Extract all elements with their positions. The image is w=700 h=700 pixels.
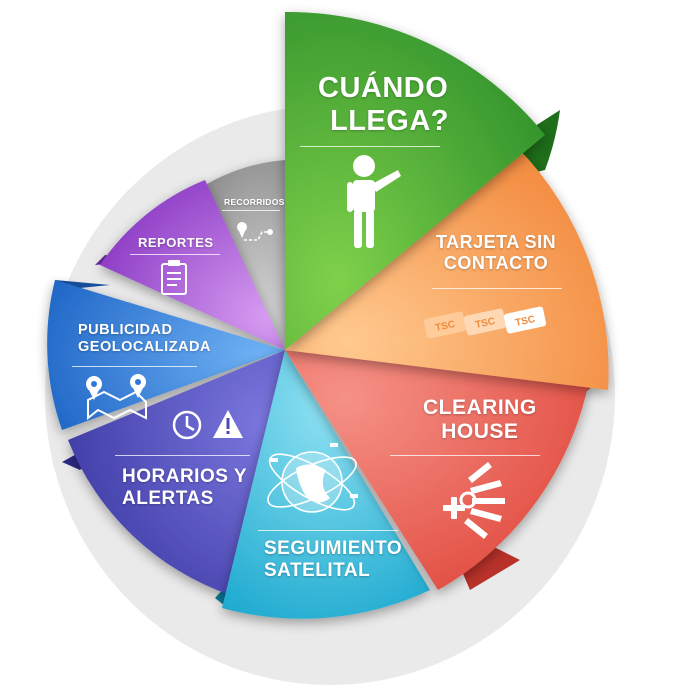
clock-alert-icon xyxy=(172,410,243,440)
horarios-line1: HORARIOS Y xyxy=(122,466,248,487)
label-clearing: CLEARING HOUSE xyxy=(423,396,537,444)
horarios-line2: ALERTAS xyxy=(122,487,214,509)
publicidad-divider xyxy=(72,366,197,367)
tarjeta-line2: CONTACTO xyxy=(443,252,549,273)
tarjeta-divider xyxy=(432,288,562,289)
segment-seguimiento[interactable] xyxy=(222,350,430,619)
label-cuando-llega: CUÁNDO LLEGA? xyxy=(318,72,449,139)
seguimiento-divider xyxy=(258,530,398,531)
clipboard-icon xyxy=(161,260,187,295)
label-horarios: HORARIOS Y ALERTAS xyxy=(122,466,247,510)
tsc-cards-icon: TSC TSC TSC xyxy=(423,306,547,339)
clearing-line1: CLEARING xyxy=(423,396,537,419)
label-reportes: REPORTES xyxy=(138,235,214,251)
clearing-divider xyxy=(390,455,540,456)
segment-recorridos[interactable] xyxy=(205,160,285,350)
cuando-llega-divider xyxy=(300,146,440,147)
seguimiento-line1: SEGUIMIENTO xyxy=(264,538,403,559)
label-publicidad: PUBLICIDAD GEOLOCALIZADA xyxy=(78,322,211,355)
seguimiento-line2: SATELITAL xyxy=(264,559,371,581)
tsc-card-label: TSC xyxy=(434,319,456,334)
recorridos-divider xyxy=(222,210,280,211)
segment-clearing[interactable] xyxy=(285,350,590,590)
publicidad-line2: GEOLOCALIZADA xyxy=(78,338,211,355)
reportes-line1: REPORTES xyxy=(138,235,214,250)
person-pointing-icon xyxy=(347,155,401,248)
globe-satellite-icon xyxy=(267,443,358,513)
label-tarjeta: TARJETA SIN CONTACTO xyxy=(436,232,556,273)
map-pin-icon xyxy=(86,374,147,421)
label-seguimiento: SEGUIMIENTO SATELITAL xyxy=(264,538,402,582)
reportes-divider xyxy=(130,254,220,255)
label-recorridos: RECORRIDOS xyxy=(224,197,285,208)
cuando-llega-line1: CUÁNDO xyxy=(318,72,449,104)
segment-horarios[interactable] xyxy=(68,350,285,595)
clearing-house-icon xyxy=(443,462,505,539)
horarios-divider xyxy=(115,455,250,456)
recorridos-line1: RECORRIDOS xyxy=(224,197,285,207)
segment-reportes[interactable] xyxy=(100,180,285,350)
cuando-llega-line2: LLEGA? xyxy=(330,105,449,138)
tsc-card-label: TSC xyxy=(514,314,536,329)
tsc-card-label: TSC xyxy=(474,316,496,331)
tarjeta-line1: TARJETA SIN xyxy=(436,232,557,252)
clearing-line2: HOUSE xyxy=(441,420,519,444)
segment-cuando-llega[interactable] xyxy=(285,11,545,350)
route-icon xyxy=(237,222,273,241)
publicidad-line1: PUBLICIDAD xyxy=(78,322,173,338)
